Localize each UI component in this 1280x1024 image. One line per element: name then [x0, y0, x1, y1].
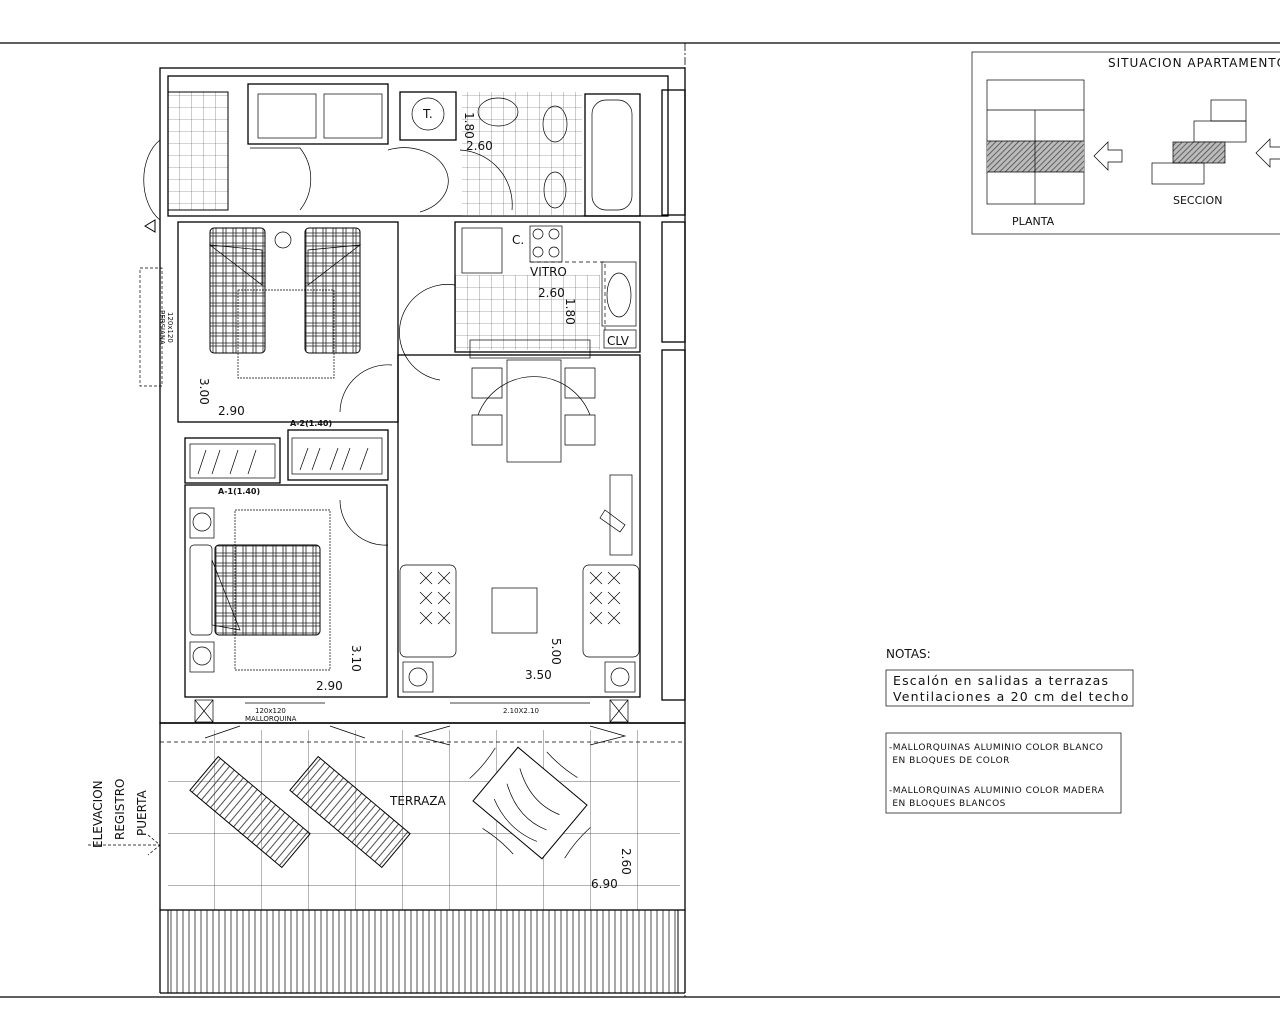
note-shutter-2: -MALLORQUINAS ALUMINIO COLOR MADERA [889, 786, 1105, 796]
bedroom-window-size: 120x120 [255, 707, 286, 715]
water-heater-icon [411, 97, 445, 131]
cooktop-label: VITRO [530, 265, 567, 279]
bath-depth-dim: 1.80 [462, 112, 476, 139]
situation-diagram [971, 51, 1280, 235]
terrace [159, 722, 686, 994]
water-heater-label: T. [422, 107, 433, 121]
note-line-1: Escalón en salidas a terrazas [893, 673, 1109, 688]
cooktop-c-label: C. [512, 233, 524, 247]
wardrobe-a2-label: A-2(1.40) [290, 419, 332, 428]
kitchen-depth-dim: 1.80 [563, 298, 577, 325]
water-heater-closet [399, 91, 457, 141]
hall-tiles [167, 91, 229, 211]
elevation-label-3: PUERTA [135, 790, 149, 836]
situation-title: SITUACION APARTAMENTO [1108, 56, 1280, 70]
elevation-label-2: REGISTRO [113, 779, 127, 841]
note-shutter-2b: EN BLOQUES BLANCOS [889, 799, 1006, 809]
terrace-width-dim: 6.90 [591, 877, 618, 891]
side-window-size: 120x120 [166, 312, 174, 343]
terrace-depth-dim: 2.60 [619, 848, 633, 875]
note-line-2: Ventilaciones a 20 cm del techo [893, 689, 1130, 704]
kitchen [399, 221, 641, 381]
living-width-dim: 3.50 [525, 668, 552, 682]
living-depth-dim: 5.00 [549, 638, 563, 665]
bedroom-2 [184, 484, 389, 698]
bedroom-1 [139, 221, 399, 423]
notes-heading: NOTAS: [886, 647, 931, 661]
wardrobe-a1-label: A-1(1.40) [218, 487, 260, 496]
kitchen-width-dim: 2.60 [538, 286, 565, 300]
bedroom2-width-dim: 2.90 [316, 679, 343, 693]
washer-label: CLV [607, 334, 630, 348]
entry-arrow-icon [144, 219, 156, 233]
top-closets [247, 83, 449, 213]
section-label: SECCION [1173, 194, 1222, 207]
terrace-label: TERRAZA [389, 794, 447, 808]
living-dining [397, 339, 641, 698]
bath-width-dim: 2.60 [466, 139, 493, 153]
living-window-size: 2.10X2.10 [503, 707, 539, 715]
plan-label: PLANTA [1012, 215, 1055, 228]
side-window-type: PERSIANA [158, 310, 166, 345]
notes-box-2 [885, 732, 1122, 814]
elevation-marker: ELEVACION REGISTRO PUERTA [88, 779, 161, 856]
bathroom [459, 92, 641, 217]
bedroom1-depth-dim: 3.00 [197, 378, 211, 405]
bedroom-window-type: MALLORQUINA [245, 715, 297, 723]
note-shutter-1: -MALLORQUINAS ALUMINIO COLOR BLANCO [889, 743, 1103, 753]
bedroom1-width-dim: 2.90 [218, 404, 245, 418]
elevation-label-1: ELEVACION [91, 780, 105, 848]
note-shutter-1b: EN BLOQUES DE COLOR [889, 756, 1010, 766]
bedroom2-depth-dim: 3.10 [349, 645, 363, 672]
notes-box-1 [885, 669, 1134, 707]
wardrobes [184, 429, 389, 484]
entry-door-swing [143, 139, 161, 221]
